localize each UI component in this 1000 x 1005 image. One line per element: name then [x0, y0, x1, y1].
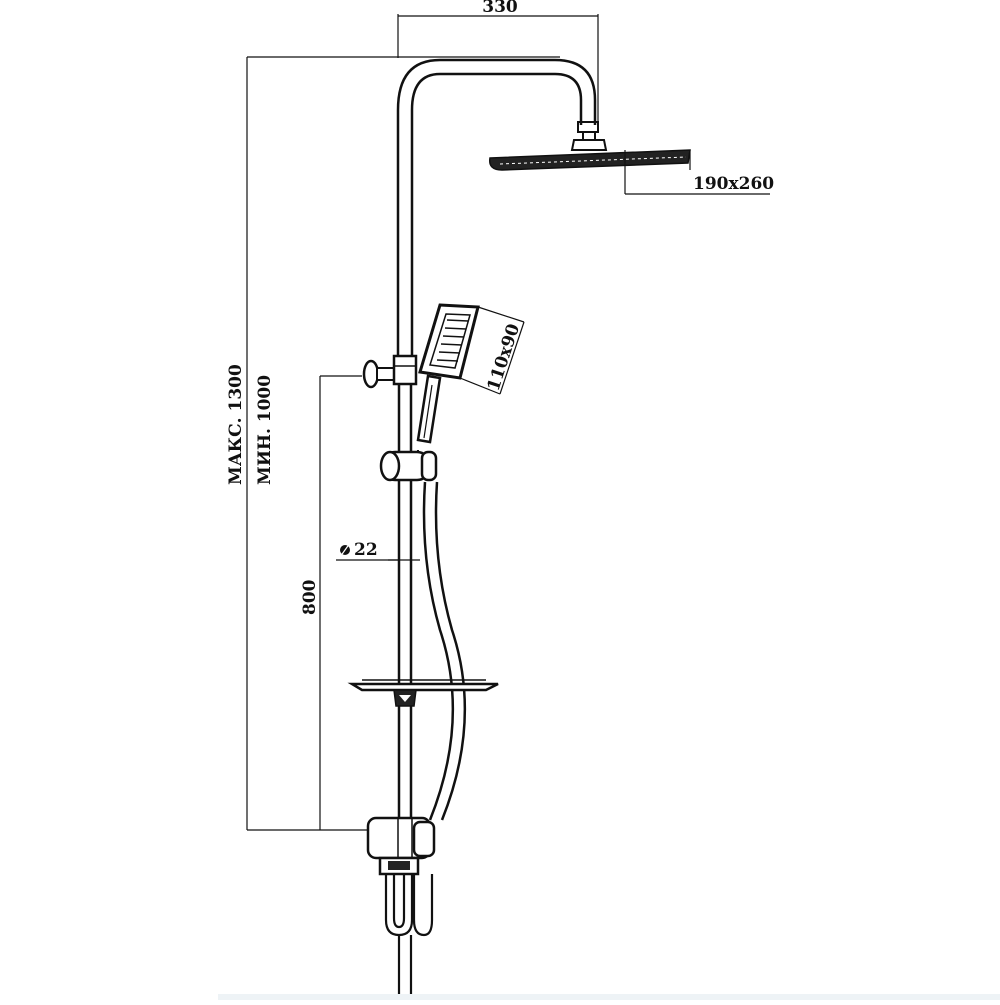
soap-shelf: [347, 679, 499, 707]
bar-length-label: 800: [300, 579, 320, 615]
sliding-holder: [379, 450, 438, 482]
diameter-label: 22: [354, 540, 378, 560]
diameter-symbol-icon: [339, 542, 351, 558]
bottom-strip: [218, 994, 1000, 1000]
riser-pipe: [396, 58, 597, 360]
top-width-label: 330: [482, 0, 518, 17]
slide-bar: [397, 375, 413, 820]
hand-size-label: 110x90: [484, 321, 524, 393]
height-min-label: МИН. 1000: [255, 375, 275, 485]
height-max-label: МАКС. 1300: [226, 364, 246, 485]
upper-wall-bracket: [362, 354, 418, 389]
mixer-bracket: [366, 816, 436, 876]
dimension-lines: [246, 14, 770, 831]
head-size-label: 190x260: [693, 174, 774, 194]
rain-shower-head: [489, 121, 691, 171]
shower-hose: [422, 481, 467, 821]
outlet-pipes: [384, 874, 434, 1000]
